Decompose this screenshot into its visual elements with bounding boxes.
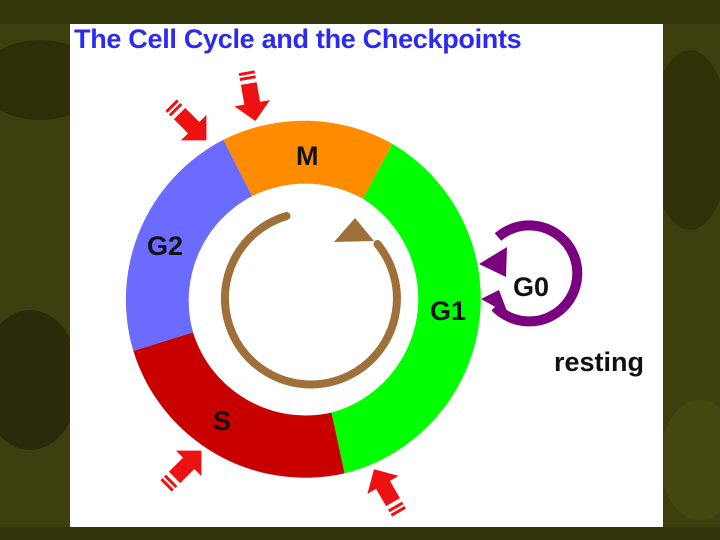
- g0-arrowhead: [481, 290, 508, 314]
- label-g0: G0: [513, 272, 549, 302]
- checkpoint-arrow-icon: [160, 450, 202, 492]
- cycle-arrowhead: [334, 218, 374, 242]
- slide-panel: The Cell Cycle and the Checkpoints: [70, 24, 663, 527]
- segment-g1: [331, 143, 481, 474]
- checkpoint-arrow-icon: [234, 70, 270, 121]
- label-g1: G1: [430, 296, 466, 326]
- label-resting: resting: [554, 347, 644, 377]
- checkpoint-arrow-icon: [367, 469, 406, 517]
- slide-title: The Cell Cycle and the Checkpoints: [74, 24, 522, 54]
- segment-m: [223, 120, 393, 199]
- segment-g2: [125, 139, 253, 351]
- checkpoint-arrow-icon: [165, 99, 207, 141]
- g0-resting-loop: [491, 220, 583, 327]
- g0-arrowhead: [479, 247, 507, 277]
- label-s: S: [213, 406, 231, 436]
- cycle-direction-arrow: [220, 212, 401, 389]
- label-m: M: [296, 141, 319, 171]
- segment-s: [133, 332, 345, 478]
- label-g2: G2: [147, 231, 183, 261]
- cell-cycle-diagram: M G2 G1 S G0 resting: [125, 70, 644, 517]
